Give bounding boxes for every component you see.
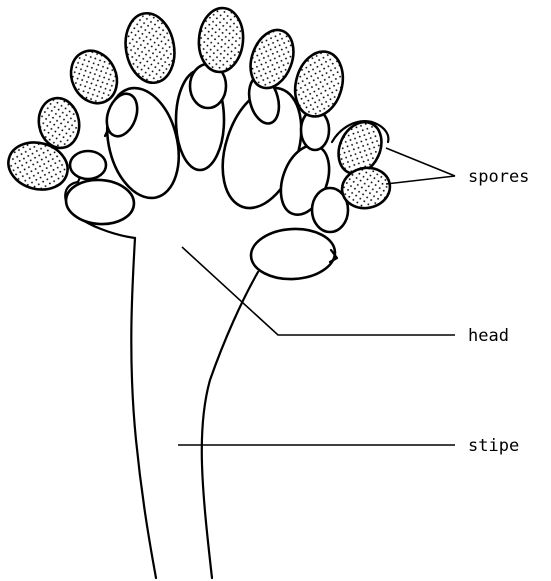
stipe-left-edge — [131, 238, 156, 578]
head-label: head — [468, 326, 509, 346]
spores-leader-line-lower — [386, 176, 455, 184]
phialide-left-small — [70, 151, 106, 179]
stipe — [131, 238, 258, 578]
phialide-far-left — [65, 178, 136, 227]
spores-leader-line-upper — [386, 148, 455, 176]
stipe-label: stipe — [468, 436, 519, 456]
stipe-label-group: stipe — [178, 436, 519, 456]
spores-label-group: spores — [386, 148, 529, 187]
spore — [120, 9, 179, 86]
stipe-right-edge — [202, 272, 258, 578]
head-label-group: head — [182, 247, 509, 346]
spore — [196, 6, 245, 74]
spores-label: spores — [468, 167, 529, 187]
phialide-bottom-right — [250, 227, 337, 281]
